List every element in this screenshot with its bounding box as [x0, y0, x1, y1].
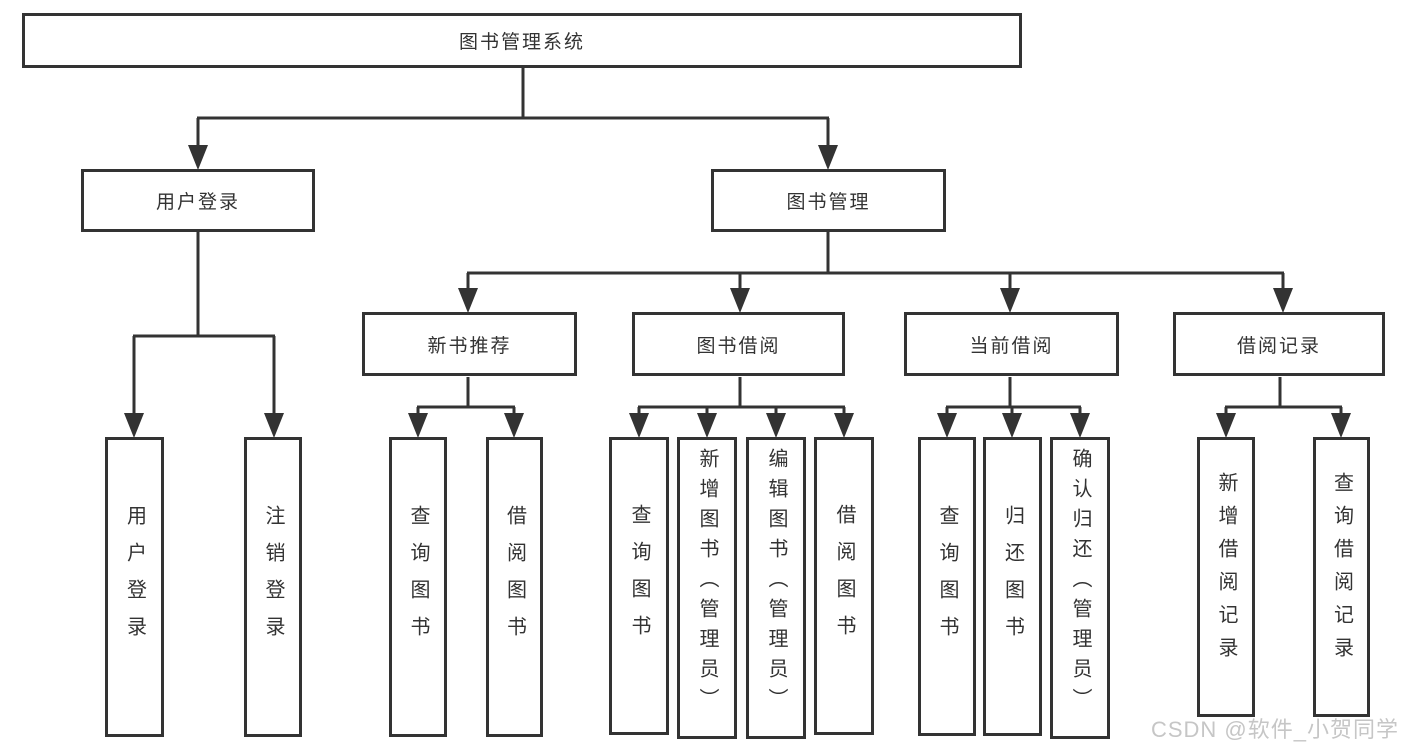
leaf-borrowing-borrow-books: 借阅图书: [814, 437, 874, 735]
leaf-newbook-query-books: 查询图书: [389, 437, 447, 737]
node-book-borrowing: 图书借阅: [632, 312, 845, 376]
leaf-add-borrow-record: 新增借阅记录: [1197, 437, 1255, 717]
node-root: 图书管理系统: [22, 13, 1022, 68]
leaf-borrowing-query-books-label: 查询图书: [628, 504, 650, 652]
leaf-logout-label: 注销登录: [262, 505, 284, 653]
leaf-borrowing-borrow-books-label: 借阅图书: [833, 504, 855, 652]
node-current-borrowing: 当前借阅: [904, 312, 1119, 376]
leaf-user-login-label: 用户登录: [123, 505, 146, 653]
node-current-borrowing-label: 当前借阅: [969, 335, 1054, 357]
node-root-label: 图书管理系统: [458, 32, 585, 53]
node-borrow-records: 借阅记录: [1173, 312, 1385, 376]
leaf-add-borrow-record-label: 新增借阅记录: [1215, 472, 1237, 670]
node-new-book-recommend-label: 新书推荐: [427, 335, 512, 357]
leaf-user-login: 用户登录: [105, 437, 164, 737]
leaf-edit-books-admin: 编辑图书（管理员）: [746, 437, 806, 739]
leaf-newbook-borrow-books: 借阅图书: [486, 437, 543, 737]
leaf-current-query-books: 查询图书: [918, 437, 976, 736]
leaf-add-books-admin: 新增图书（管理员）: [677, 437, 737, 739]
leaf-confirm-return-admin-label: 确认归还（管理员）: [1069, 448, 1091, 718]
leaf-query-borrow-record-label: 查询借阅记录: [1330, 472, 1353, 670]
leaf-logout: 注销登录: [244, 437, 302, 737]
node-new-book-recommend: 新书推荐: [362, 312, 577, 376]
node-book-management-label: 图书管理: [786, 192, 871, 213]
leaf-edit-books-admin-label: 编辑图书（管理员）: [765, 448, 787, 718]
leaf-newbook-borrow-books-label: 借阅图书: [503, 505, 526, 653]
connector-path: [132, 68, 1343, 418]
leaf-current-query-books-label: 查询图书: [936, 504, 958, 653]
arrowhead-icons: [124, 145, 1351, 438]
leaf-return-books: 归还图书: [983, 437, 1042, 736]
leaf-confirm-return-admin: 确认归还（管理员）: [1050, 437, 1110, 739]
leaf-return-books-label: 归还图书: [1001, 504, 1024, 653]
node-book-borrowing-label: 图书借阅: [696, 335, 781, 357]
node-user-login-label: 用户登录: [155, 192, 240, 213]
leaf-query-borrow-record: 查询借阅记录: [1313, 437, 1370, 717]
leaf-newbook-query-books-label: 查询图书: [407, 505, 429, 653]
csdn-watermark: CSDN @软件_小贺同学: [1150, 717, 1399, 742]
leaf-add-books-admin-label: 新增图书（管理员）: [696, 448, 718, 718]
leaf-borrowing-query-books: 查询图书: [609, 437, 669, 735]
node-book-management: 图书管理: [711, 169, 946, 232]
node-borrow-records-label: 借阅记录: [1236, 335, 1321, 357]
node-user-login: 用户登录: [81, 169, 315, 232]
